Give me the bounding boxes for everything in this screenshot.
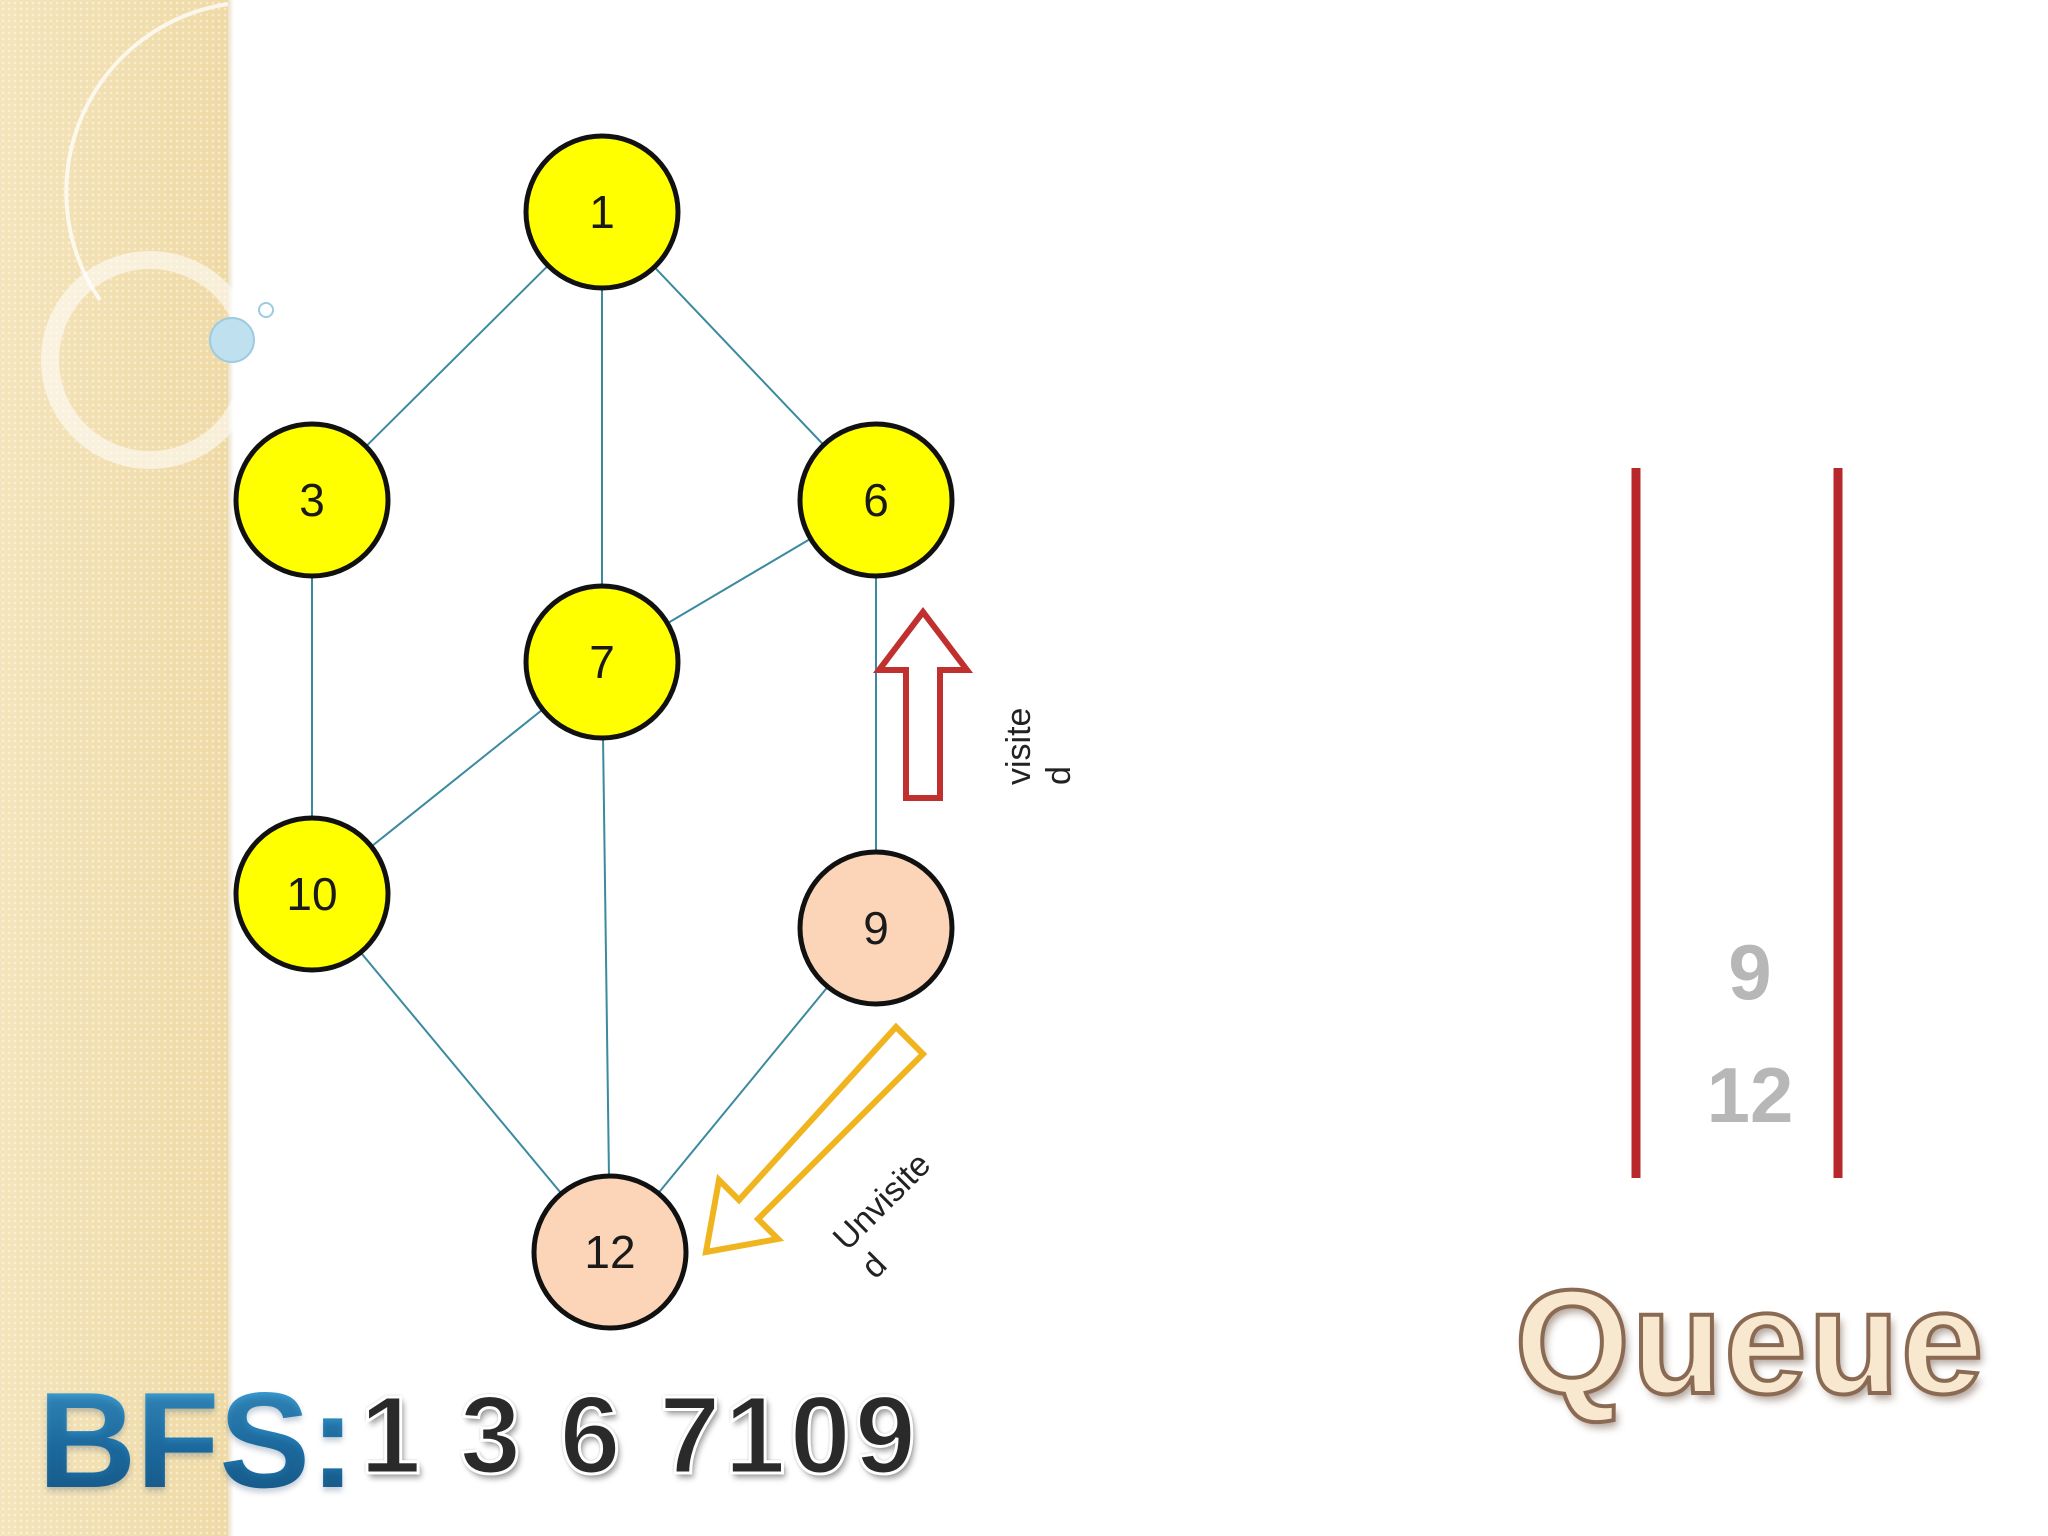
sidebar-edge <box>228 0 234 1536</box>
queue-item-9: 9 <box>1728 928 1772 1016</box>
node-10: 10 <box>233 815 391 973</box>
node-9: 9 <box>797 849 955 1007</box>
node-label-9: 9 <box>863 902 889 954</box>
node-circle-9 <box>797 849 955 1007</box>
node-1: 1 <box>523 133 681 291</box>
node-3: 3 <box>233 421 391 579</box>
node-circle-6 <box>797 421 955 579</box>
node-label-1: 1 <box>589 186 615 238</box>
node-12: 12 <box>531 1173 689 1331</box>
queue-title: Queue <box>1513 1258 1986 1427</box>
node-6: 6 <box>797 421 955 579</box>
node-circle-7 <box>523 583 681 741</box>
node-label-6: 6 <box>863 474 889 526</box>
visited-arrow-label-line2: d <box>1040 766 1078 785</box>
unvisited-arrow <box>702 1022 928 1256</box>
visited-arrow-label-line1: visite <box>1000 708 1038 785</box>
node-circle-1 <box>523 133 681 291</box>
node-label-3: 3 <box>299 474 325 526</box>
queue-item-12: 12 <box>1706 1051 1794 1139</box>
node-label-10: 10 <box>286 868 337 920</box>
graph-nodes: 1 3 6 7 10 9 12 <box>233 133 955 1331</box>
unvisited-arrow-label-line1: Unvisite <box>826 1145 938 1257</box>
node-circle-12 <box>531 1173 689 1331</box>
bfs-label: BFS: <box>38 1364 356 1516</box>
node-circle-10 <box>233 815 391 973</box>
unvisited-arrow-label-line2: d <box>854 1246 894 1286</box>
node-label-7: 7 <box>589 636 615 688</box>
node-label-12: 12 <box>584 1226 635 1278</box>
node-circle-3 <box>233 421 391 579</box>
node-7: 7 <box>523 583 681 741</box>
edge-7-12 <box>601 661 611 1253</box>
visited-arrow <box>872 607 974 801</box>
bfs-sequence: 1 3 6 7109 <box>359 1373 920 1499</box>
